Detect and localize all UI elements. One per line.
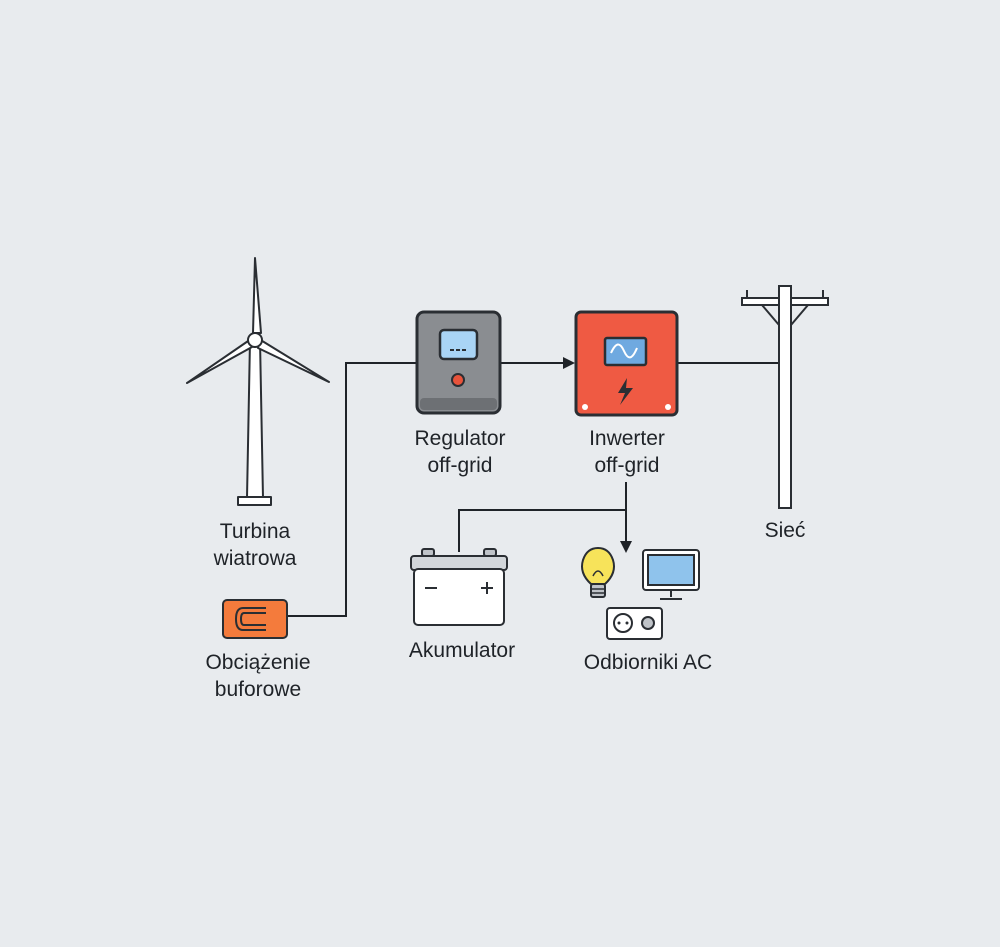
knob-icon bbox=[641, 616, 655, 630]
plus-sign-icon bbox=[481, 582, 493, 594]
battery-label: Akumulator bbox=[382, 637, 542, 664]
charge-controller-icon bbox=[415, 310, 502, 415]
controller-label-line-1: Regulator bbox=[414, 427, 506, 450]
turbine-blade-top bbox=[252, 257, 262, 334]
arrow-head-to-ac-loads bbox=[620, 541, 632, 553]
monitor-screen bbox=[647, 554, 695, 586]
dump-load-body bbox=[222, 599, 288, 639]
turbine-base bbox=[237, 496, 272, 506]
connections bbox=[287, 362, 782, 617]
wind-turbine-icon bbox=[186, 257, 330, 506]
battery-label-line-1: Akumulator bbox=[408, 639, 516, 662]
controller-body bbox=[415, 310, 502, 415]
ac-loads-label-line-1: Odbiorniki AC bbox=[583, 651, 713, 674]
turbine-label-line-1: Turbina bbox=[219, 520, 291, 543]
turbine-blade-left bbox=[186, 338, 253, 384]
bulb-base bbox=[590, 583, 606, 598]
inverter-label-line-2: off-grid bbox=[594, 454, 660, 477]
ac-loads-label: Odbiorniki AC bbox=[560, 649, 736, 676]
battery-icon bbox=[410, 548, 508, 626]
turbine-tower bbox=[246, 339, 264, 499]
ac-loads-group bbox=[581, 546, 700, 640]
monitor-stand bbox=[660, 590, 682, 600]
bulb-threads bbox=[591, 588, 605, 594]
battery-terminal-neg bbox=[421, 548, 435, 557]
pole-insulators bbox=[746, 290, 824, 298]
battery-body bbox=[413, 568, 505, 626]
inverter-screw-bl bbox=[582, 404, 588, 410]
lightning-bolt-icon bbox=[618, 378, 633, 405]
wire-dump-load-to-controller bbox=[287, 362, 417, 617]
turbine-blade-right bbox=[257, 338, 330, 383]
wire-battery-branch bbox=[458, 509, 626, 552]
turbine-label-line-2: wiatrowa bbox=[213, 547, 297, 570]
bulb-glass bbox=[581, 546, 615, 585]
light-bulb-icon bbox=[581, 546, 615, 598]
controller-led bbox=[451, 373, 465, 387]
bulb-filament bbox=[592, 570, 604, 577]
battery-terminal-pos bbox=[483, 548, 497, 557]
dump-load-label-line-1: Obciążenie bbox=[205, 651, 311, 674]
dump-load-label-line-2: buforowe bbox=[214, 678, 302, 701]
sine-wave-icon bbox=[610, 343, 638, 359]
socket-hole-right bbox=[625, 621, 629, 625]
turbine-label: Turbina wiatrowa bbox=[175, 518, 335, 572]
heating-coil bbox=[234, 607, 266, 631]
pole-mast bbox=[778, 285, 792, 509]
inverter-screw-br bbox=[665, 404, 671, 410]
controller-screen bbox=[438, 328, 479, 361]
grid-label: Sieć bbox=[735, 517, 835, 544]
grid-label-line-1: Sieć bbox=[764, 519, 806, 542]
power-outlet-icon bbox=[606, 607, 663, 640]
inverter-label: Inwerter off-grid bbox=[547, 425, 707, 479]
utility-pole-icon bbox=[741, 285, 829, 509]
pole-braces bbox=[761, 304, 809, 326]
battery-lid bbox=[410, 555, 508, 571]
controller-label-line-2: off-grid bbox=[427, 454, 493, 477]
inverter-label-line-1: Inwerter bbox=[589, 427, 665, 450]
socket-hole-left bbox=[617, 621, 621, 625]
socket-icon bbox=[613, 613, 633, 633]
controller-label: Regulator off-grid bbox=[380, 425, 540, 479]
dump-load-label: Obciążenie buforowe bbox=[172, 649, 344, 703]
inverter-icon bbox=[574, 310, 679, 417]
turbine-hub bbox=[247, 332, 263, 348]
monitor-icon bbox=[642, 549, 700, 600]
dump-load-icon bbox=[222, 599, 288, 639]
arrow-head-to-inverter bbox=[563, 357, 575, 369]
controller-body-shade bbox=[420, 398, 497, 410]
